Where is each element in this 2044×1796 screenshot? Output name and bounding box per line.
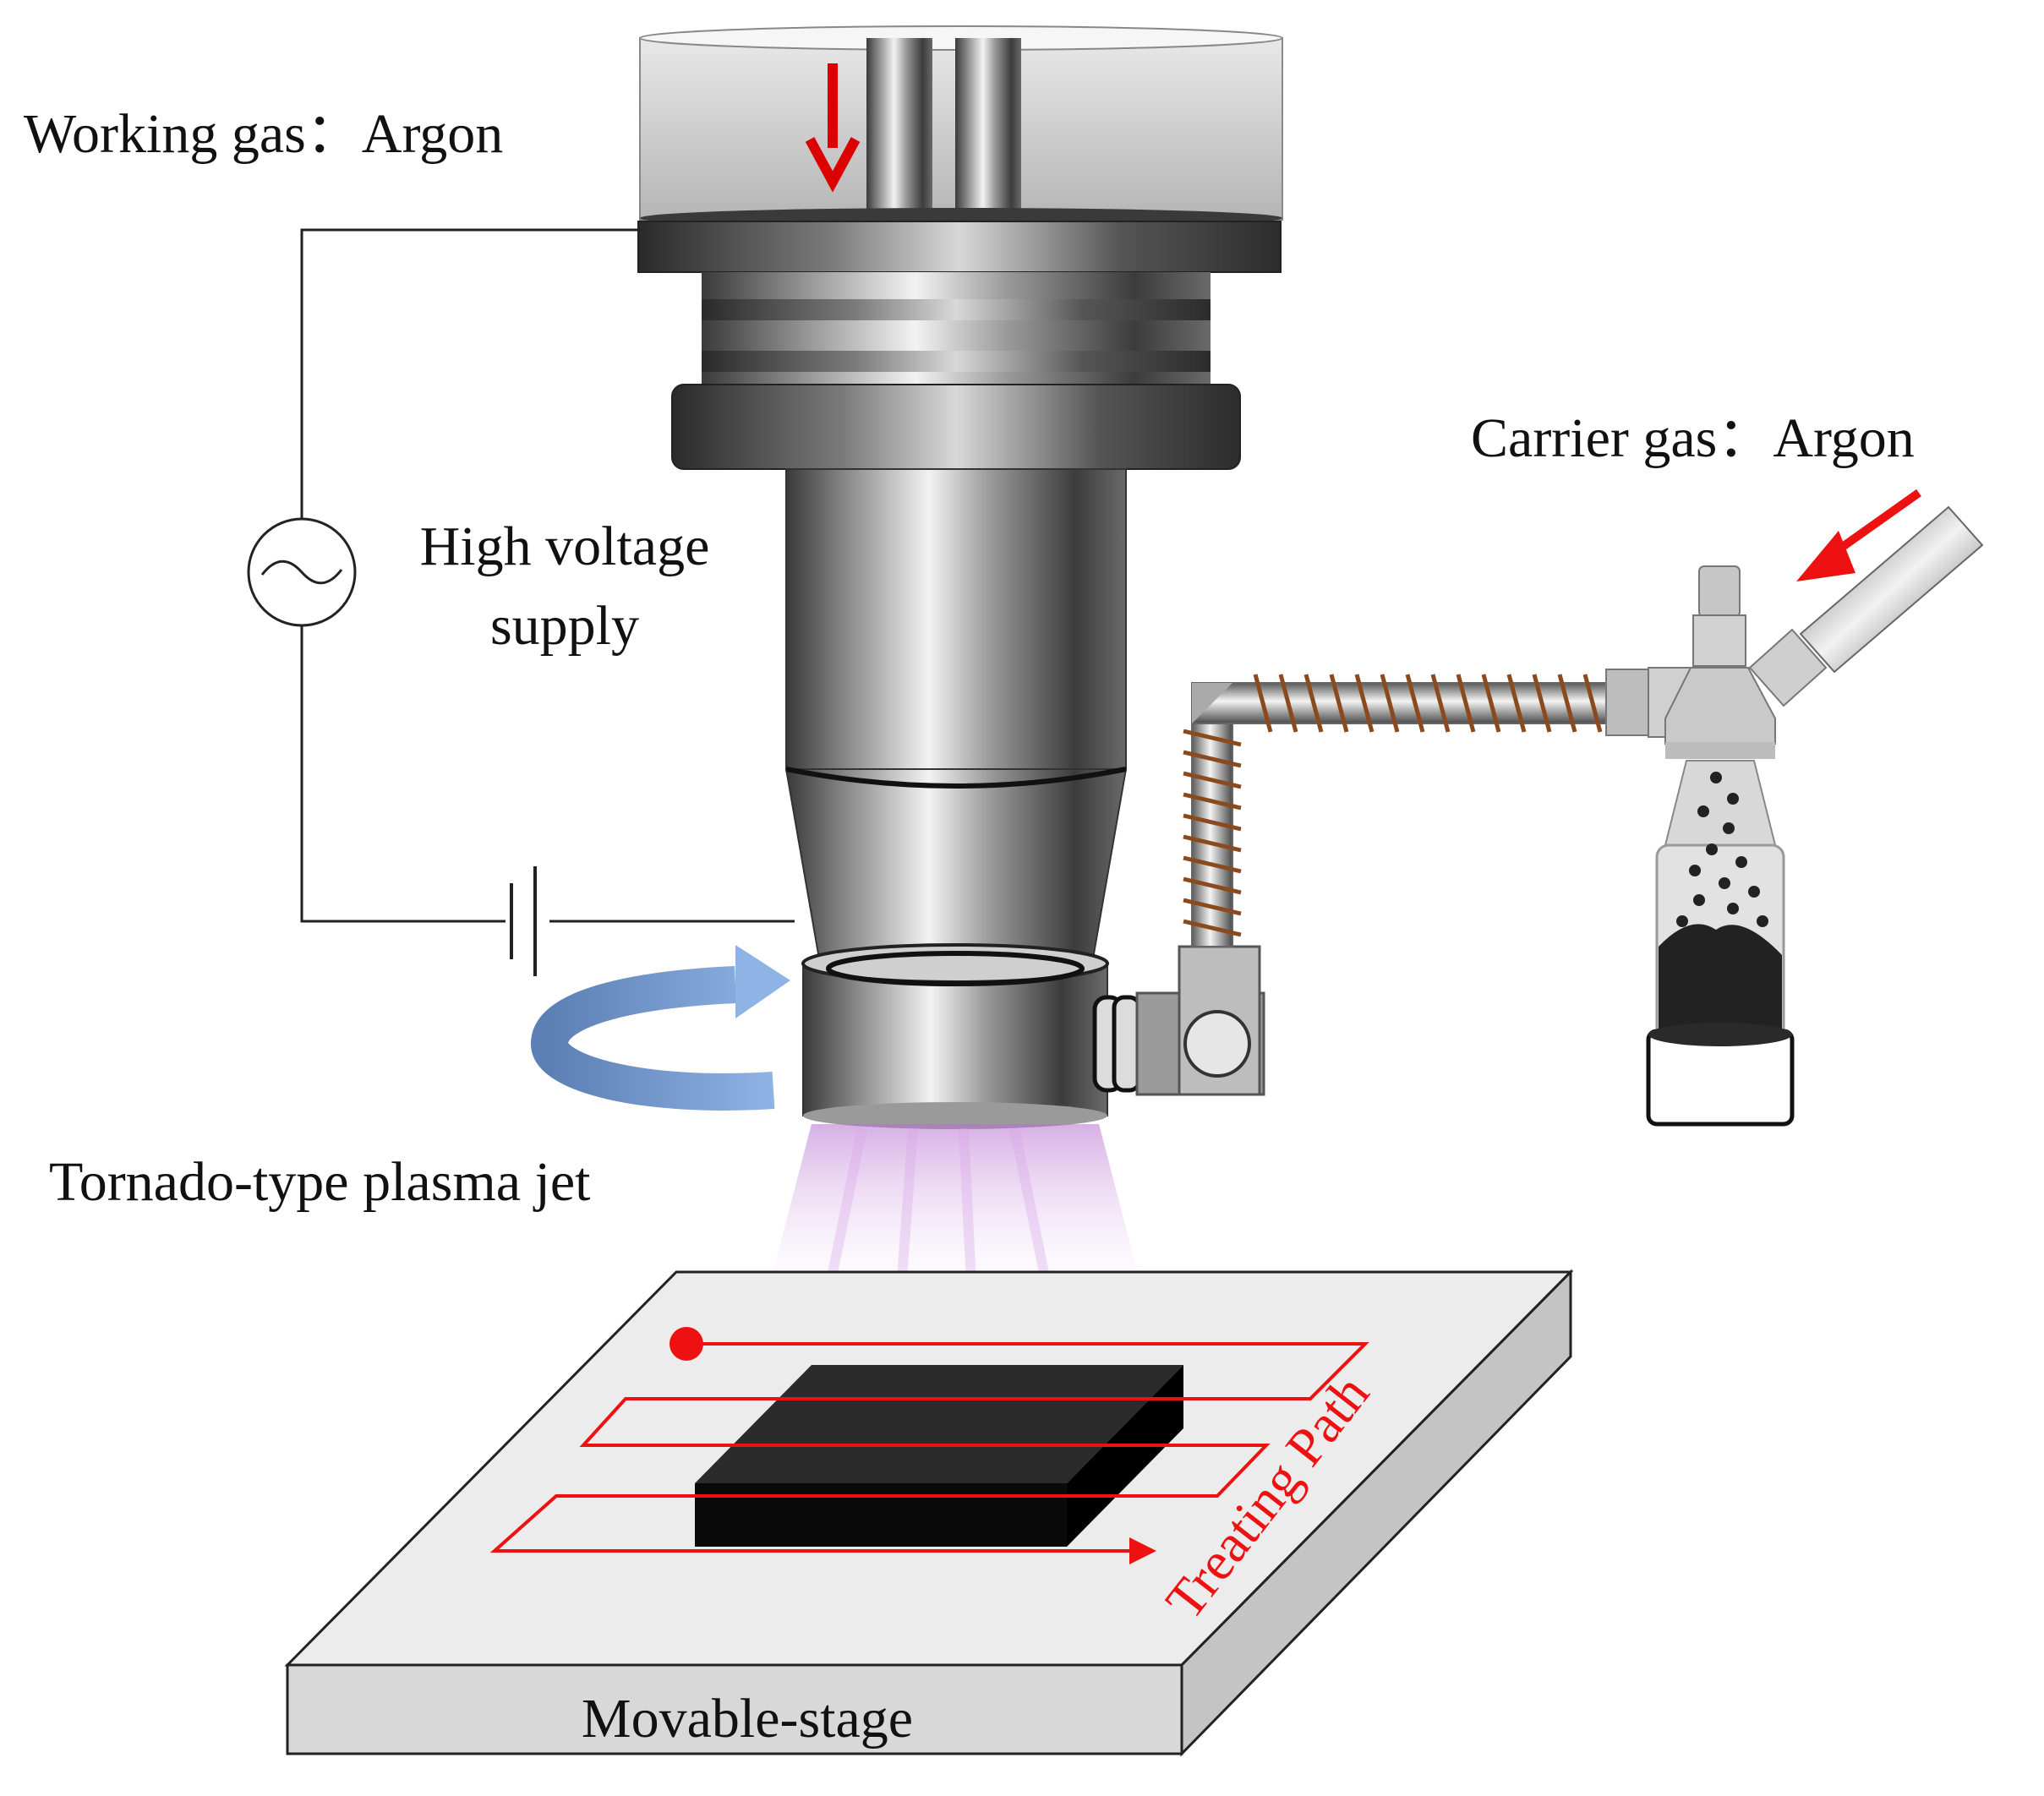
coil-winding: [1354, 674, 1375, 733]
coil-winding: [1183, 729, 1242, 747]
powder-feeder: [1605, 505, 1984, 1127]
powder-particle: [1727, 793, 1739, 805]
coil-winding: [1430, 674, 1451, 733]
side-connector: [1092, 945, 1265, 1096]
coil-winding: [1303, 674, 1324, 733]
circuit-wiring: [300, 228, 795, 923]
working-gas-arrow: [805, 63, 861, 193]
coil-winding: [1183, 834, 1242, 853]
stage-label: Movable-stage: [582, 1688, 913, 1750]
feed-tube: [1191, 682, 1607, 947]
coil-winding: [1380, 674, 1400, 733]
heating-coil: [1183, 674, 1603, 937]
powder-particle: [1719, 877, 1730, 889]
gas-inlet-cap: [639, 25, 1283, 228]
powder-particle: [1727, 903, 1739, 914]
coil-winding: [1506, 674, 1527, 733]
coil-winding: [1329, 674, 1349, 733]
coil-winding: [1456, 674, 1476, 733]
carrier-gas-label: Carrier gas：Argon: [1471, 407, 1915, 469]
powder-particle: [1697, 805, 1709, 817]
coil-winding: [1278, 674, 1298, 733]
coil-winding: [1481, 674, 1501, 733]
powder-particle: [1689, 865, 1701, 876]
powder-particle: [1748, 886, 1760, 898]
sample-substrate: [695, 1365, 1183, 1547]
powder-particle: [1706, 843, 1718, 855]
coil-winding: [1582, 674, 1603, 733]
powder-particle: [1757, 915, 1768, 927]
high-voltage-label-line2: supply: [490, 595, 639, 657]
ac-voltage-source-icon: [247, 517, 357, 627]
powder-particle: [1693, 894, 1705, 906]
powder-particle: [1710, 772, 1722, 783]
coil-winding: [1183, 855, 1242, 874]
coil-winding: [1532, 674, 1552, 733]
coil-winding: [1183, 813, 1242, 832]
treating-path: [489, 1342, 1369, 1564]
plasma-plume: [761, 1124, 1150, 1318]
powder-particle: [1723, 822, 1735, 834]
coil-winding: [1405, 674, 1425, 733]
powder-particle: [1735, 856, 1747, 868]
coil-winding: [1183, 898, 1242, 916]
powder-particle: [1676, 915, 1688, 927]
coil-winding: [1183, 750, 1242, 768]
carrier-gas-arrow: [1796, 489, 1921, 581]
working-gas-label: Working gas：Argon: [24, 103, 503, 165]
ground-symbol-icon: [510, 866, 537, 976]
plasma-jet-label: Tornado-type plasma jet: [49, 1151, 591, 1213]
path-start-dot: [669, 1327, 703, 1361]
coil-winding: [1183, 792, 1242, 811]
rotation-arrow-icon: [530, 945, 790, 1111]
coil-winding: [1253, 674, 1273, 733]
coil-winding: [1183, 876, 1242, 895]
coil-winding: [1183, 919, 1242, 937]
powder-particles: [1676, 772, 1768, 927]
high-voltage-label-line1: High voltage: [420, 516, 710, 577]
coil-winding: [1557, 674, 1577, 733]
coil-winding: [1183, 771, 1242, 789]
plasma-torch-body: [637, 221, 1282, 1129]
